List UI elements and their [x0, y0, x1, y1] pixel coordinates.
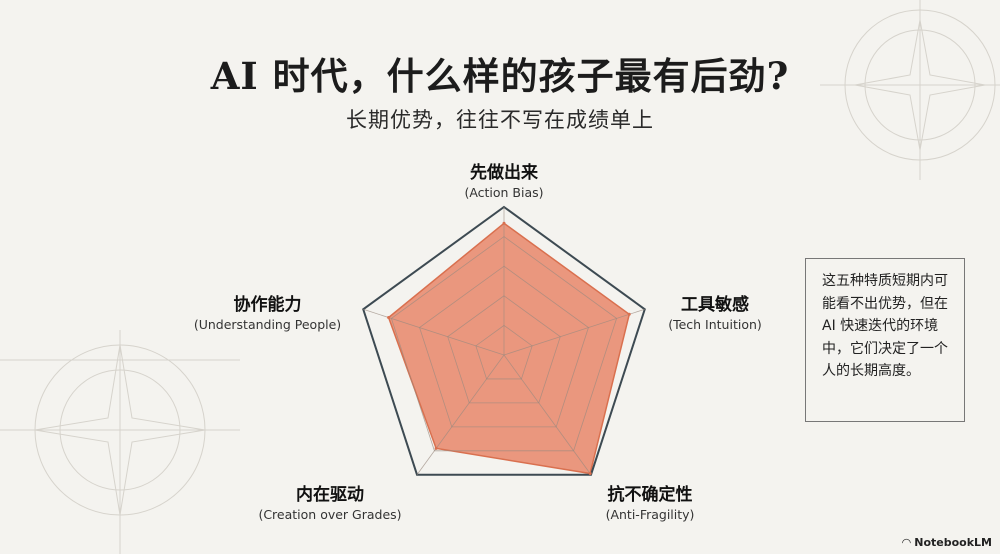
radar-data-point: [434, 446, 438, 450]
radar-grid-ring: [447, 295, 561, 404]
radar-data-area: [387, 222, 631, 475]
axis-label-en: (Anti-Fragility): [605, 507, 695, 522]
axis-label-zh: 内在驱动: [296, 485, 364, 505]
axis-label-en: (Creation over Grades): [258, 507, 402, 522]
axis-label-anti-fragility: 抗不确定性 (Anti-Fragility): [575, 480, 725, 522]
axis-label-en: (Action Bias): [464, 185, 544, 200]
axis-label-zh: 抗不确定性: [607, 485, 693, 505]
axis-label-zh: 先做出来: [470, 163, 538, 183]
radar-grid-ring: [475, 324, 533, 380]
notebooklm-logo-icon: ◠: [901, 536, 912, 549]
radar-axis-line: [503, 308, 645, 356]
axis-label-zh: 协作能力: [233, 295, 302, 315]
slide-subtitle: 长期优势，往往不写在成绩单上: [346, 108, 654, 132]
axis-label-en: (Tech Intuition): [668, 317, 762, 332]
note-box: 这五种特质短期内可能看不出优势，但在 AI 快速迭代的环境中，它们决定了一个人的…: [805, 258, 965, 422]
radar-axis-line: [363, 308, 505, 356]
axis-label-action-bias: 先做出来 (Action Bias): [424, 158, 584, 200]
axis-label-creation-over-grades: 内在驱动 (Creation over Grades): [240, 480, 420, 522]
radar-axis-line: [416, 354, 505, 475]
radar-grid-ring: [390, 236, 618, 452]
radar-data-point: [627, 312, 631, 316]
radar-data-point: [387, 315, 391, 319]
axis-label-en: (Understanding People): [193, 317, 342, 332]
axis-label-zh: 工具敏感: [681, 295, 749, 315]
radar-grid-ring: [419, 265, 589, 428]
axis-label-understanding-people: 协作能力 (Understanding People): [175, 290, 360, 332]
radar-frame: [362, 205, 646, 476]
slide-title: AI 时代，什么样的孩子最有后劲?: [210, 54, 790, 98]
brand-name: NotebookLM: [914, 536, 992, 549]
radar-data-point: [502, 221, 506, 225]
radar-axis-line: [503, 354, 592, 475]
radar-data-point: [588, 472, 592, 476]
axis-label-tech-intuition: 工具敏感 (Tech Intuition): [640, 290, 790, 332]
brand-badge: ◠ NotebookLM: [902, 536, 992, 549]
